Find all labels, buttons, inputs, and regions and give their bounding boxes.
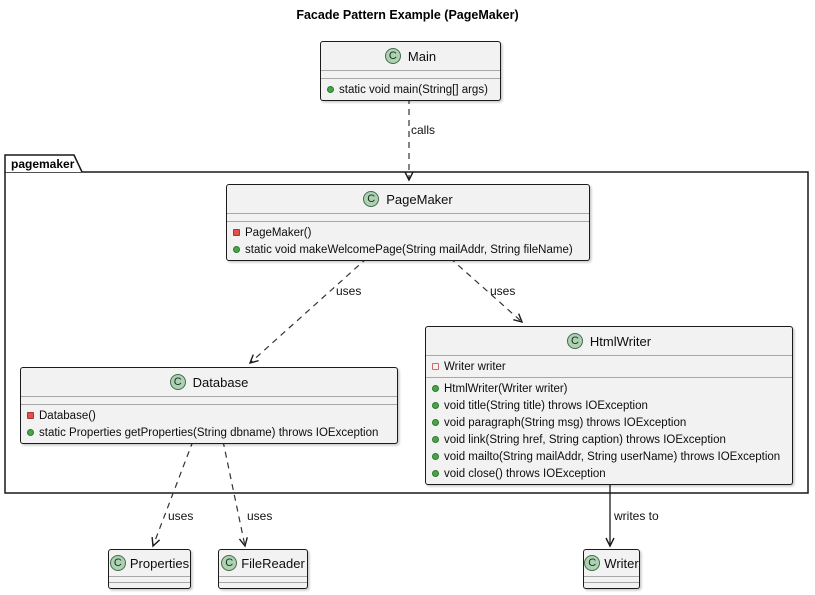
class-icon: C [169, 374, 186, 390]
fields-compartment [321, 70, 500, 79]
class-box-database: C Database Database() static Properties … [20, 367, 398, 444]
member-text: static Properties getProperties(String d… [39, 426, 379, 439]
public-method-icon [233, 246, 240, 253]
methods-compartment [219, 582, 307, 588]
fields-compartment [584, 576, 639, 582]
uses-database-arrow [248, 257, 368, 365]
member-text: void link(String href, String caption) t… [444, 433, 726, 446]
class-icon: C [109, 555, 126, 571]
member-row: void mailto(String mailAddr, String user… [426, 448, 792, 465]
class-name: Main [407, 48, 437, 64]
fields-compartment [227, 213, 589, 222]
class-main-header: C Main [321, 42, 500, 70]
member-row: static Properties getProperties(String d… [21, 424, 397, 441]
edge-label-uses-properties: uses [168, 509, 194, 523]
diagram-title: Facade Pattern Example (PageMaker) [296, 8, 519, 22]
member-text: Database() [39, 409, 96, 422]
member-row: Database() [21, 407, 397, 424]
fields-compartment: Writer writer [426, 355, 792, 377]
public-method-icon [432, 419, 439, 426]
edge-label-uses-database: uses [336, 284, 362, 298]
class-name: PageMaker [386, 191, 453, 207]
class-name: Database [192, 374, 249, 390]
class-icon: C [584, 555, 601, 571]
class-name: HtmlWriter [589, 333, 652, 349]
public-method-icon [432, 453, 439, 460]
methods-compartment: HtmlWriter(Writer writer) void title(Str… [426, 377, 792, 484]
private-method-icon [233, 229, 240, 236]
edge-label-uses-htmlwriter: uses [490, 284, 516, 298]
member-row: static void main(String[] args) [321, 81, 500, 98]
member-text: void title(String title) throws IOExcept… [444, 399, 648, 412]
class-box-writer: C Writer [583, 549, 640, 589]
class-name: Writer [604, 555, 639, 571]
public-method-icon [432, 385, 439, 392]
methods-compartment [584, 582, 639, 588]
member-row: void title(String title) throws IOExcept… [426, 397, 792, 414]
class-writer-header: C Writer [584, 550, 639, 576]
class-icon: C [363, 191, 380, 207]
member-text: HtmlWriter(Writer writer) [444, 382, 568, 395]
uses-htmlwriter-arrow [449, 257, 524, 324]
class-box-htmlwriter: C HtmlWriter Writer writer HtmlWriter(Wr… [425, 326, 793, 485]
member-text: void close() throws IOException [444, 467, 606, 480]
member-text: Writer writer [444, 360, 506, 373]
member-text: static void makeWelcomePage(String mailA… [245, 243, 573, 256]
package-name: pagemaker [11, 157, 75, 171]
member-row: HtmlWriter(Writer writer) [426, 380, 792, 397]
member-row: void link(String href, String caption) t… [426, 431, 792, 448]
member-text: static void main(String[] args) [339, 83, 488, 96]
class-icon: C [566, 333, 583, 349]
member-row: PageMaker() [227, 224, 589, 241]
methods-compartment [109, 582, 190, 588]
uses-filereader-arrow [222, 440, 248, 548]
member-text: void mailto(String mailAddr, String user… [444, 450, 781, 463]
edge-label-calls: calls [411, 123, 436, 137]
private-field-icon [432, 363, 439, 370]
uses-properties-arrow [151, 440, 194, 548]
class-icon: C [384, 48, 401, 64]
public-method-icon [432, 470, 439, 477]
private-method-icon [27, 412, 34, 419]
class-pagemaker-header: C PageMaker [227, 185, 589, 213]
edge-label-writes-to: writes to [614, 509, 659, 523]
public-method-icon [432, 436, 439, 443]
public-method-icon [432, 402, 439, 409]
member-text: void paragraph(String msg) throws IOExce… [444, 416, 687, 429]
class-name: FileReader [241, 555, 305, 571]
class-htmlwriter-header: C HtmlWriter [426, 327, 792, 355]
fields-compartment [109, 576, 190, 582]
class-name: Properties [129, 555, 190, 571]
field-row: Writer writer [426, 358, 792, 375]
fields-compartment [21, 396, 397, 405]
methods-compartment: static void main(String[] args) [321, 79, 500, 100]
edge-label-uses-filereader: uses [247, 509, 273, 523]
class-box-filereader: C FileReader [218, 549, 308, 589]
public-method-icon [27, 429, 34, 436]
fields-compartment [219, 576, 307, 582]
methods-compartment: Database() static Properties getProperti… [21, 405, 397, 443]
methods-compartment: PageMaker() static void makeWelcomePage(… [227, 222, 589, 260]
class-box-pagemaker: C PageMaker PageMaker() static void make… [226, 184, 590, 261]
public-method-icon [327, 86, 334, 93]
package-tab [4, 154, 83, 173]
class-icon: C [221, 555, 238, 571]
member-row: static void makeWelcomePage(String mailA… [227, 241, 589, 258]
class-box-properties: C Properties [108, 549, 191, 589]
class-properties-header: C Properties [109, 550, 190, 576]
class-filereader-header: C FileReader [219, 550, 307, 576]
class-box-main: C Main static void main(String[] args) [320, 41, 501, 101]
member-row: void paragraph(String msg) throws IOExce… [426, 414, 792, 431]
class-database-header: C Database [21, 368, 397, 396]
member-row: void close() throws IOException [426, 465, 792, 482]
member-text: PageMaker() [245, 226, 312, 239]
